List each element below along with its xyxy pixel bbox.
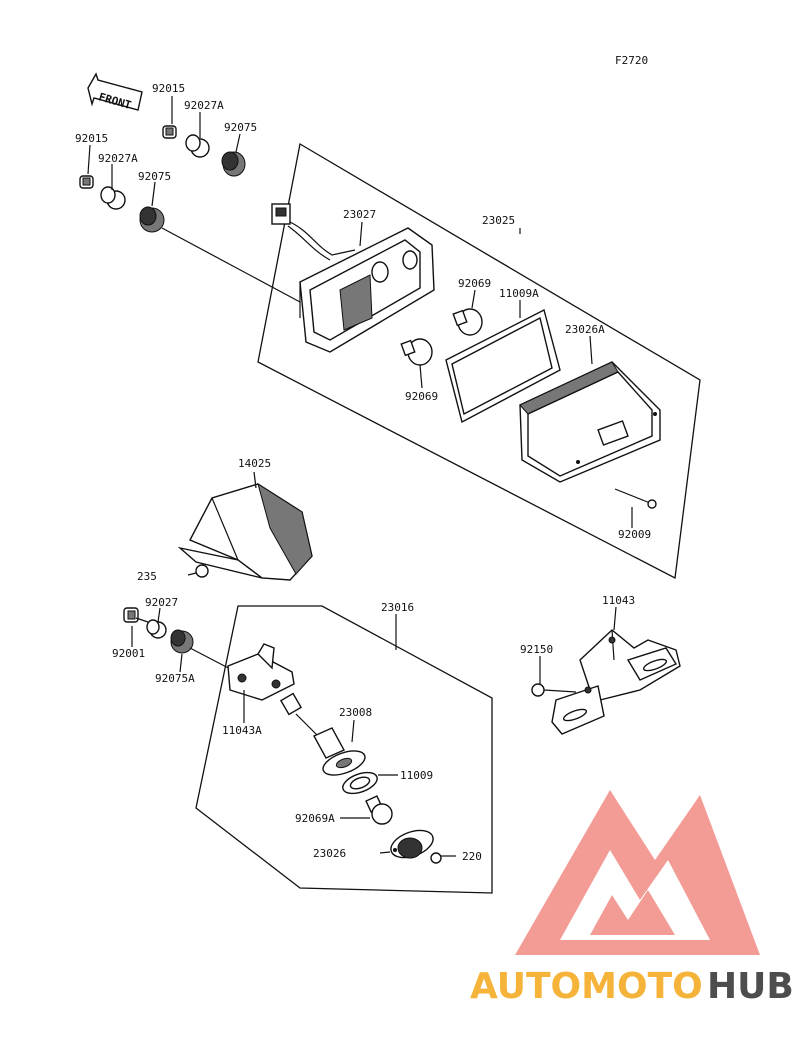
- label-23008: 23008: [339, 706, 372, 719]
- grommet-92075-lower: [139, 206, 165, 233]
- label-11009: 11009: [400, 769, 433, 782]
- bolt-235: [187, 564, 209, 578]
- label-23026A: 23026A: [565, 323, 605, 336]
- gasket-11009A: [445, 308, 561, 424]
- label-92027A-lower: 92027A: [98, 152, 138, 165]
- cover-14025: [177, 482, 313, 581]
- screw-92009: [614, 488, 657, 509]
- bracket-11043A: [227, 643, 295, 701]
- hardware-92015-upper: [162, 125, 177, 139]
- bulb-92069-upper: [452, 308, 483, 336]
- label-92027: 92027: [145, 596, 178, 609]
- stud-line: [161, 227, 301, 303]
- label-92069A: 92069A: [295, 812, 335, 825]
- leader-lines-lower: [131, 606, 617, 854]
- label-92075-lower: 92075: [138, 170, 171, 183]
- part-labels: 92015 92027A 92075 92015 92027A 92075 23…: [75, 82, 651, 863]
- label-92075-upper: 92075: [224, 121, 257, 134]
- bulb-92069A: [365, 795, 393, 825]
- bolt-92001: [123, 607, 149, 623]
- label-235: 235: [137, 570, 157, 583]
- label-11009A: 11009A: [499, 287, 539, 300]
- label-23016: 23016: [381, 601, 414, 614]
- watermark-text-hub: HUB: [707, 966, 794, 1007]
- frame-23016: [195, 605, 493, 894]
- gasket-11009: [342, 771, 378, 795]
- bulb-92069-lower: [400, 338, 433, 366]
- wiring-connector: [271, 203, 356, 261]
- bolt-92150: [531, 683, 577, 697]
- label-23025: 23025: [482, 214, 515, 227]
- label-92001: 92001: [112, 647, 145, 660]
- lens-23026A: [519, 361, 661, 483]
- front-arrow-icon: FRONT: [87, 72, 143, 112]
- label-23026: 23026: [313, 847, 346, 860]
- label-92015-upper: 92015: [152, 82, 185, 95]
- bracket-11043: [551, 629, 681, 735]
- label-220: 220: [462, 850, 482, 863]
- lens-23026: [390, 829, 434, 859]
- hardware-92027A-upper: [185, 134, 210, 158]
- hardware-92027A-lower: [100, 186, 126, 210]
- grommet-92075-upper: [221, 151, 246, 177]
- label-23027: 23027: [343, 208, 376, 221]
- label-92027A-upper: 92027A: [184, 99, 224, 112]
- hardware-92015-lower: [79, 175, 94, 189]
- watermark-text: AUTOMOTO HUB: [470, 966, 794, 1007]
- leader-lines-upper: [87, 96, 633, 528]
- label-92069-upper: 92069: [458, 277, 491, 290]
- label-11043A: 11043A: [222, 724, 262, 737]
- label-92069-lower: 92069: [405, 390, 438, 403]
- label-92015-lower: 92015: [75, 132, 108, 145]
- leader-14025: [253, 471, 257, 489]
- socket-23008: [279, 692, 366, 776]
- figure-code: F2720: [615, 54, 648, 67]
- watermark-logo: [515, 790, 760, 955]
- label-92150: 92150: [520, 643, 553, 656]
- label-14025: 14025: [238, 457, 271, 470]
- label-92009: 92009: [618, 528, 651, 541]
- screw-220: [430, 852, 456, 864]
- frame-23025: [257, 142, 701, 580]
- label-11043: 11043: [602, 594, 635, 607]
- grommet-92075A: [170, 629, 194, 654]
- watermark-text-automoto: AUTOMOTO: [470, 966, 703, 1007]
- label-92075A: 92075A: [155, 672, 195, 685]
- taillight-housing-23027: [299, 227, 435, 353]
- collar-92027: [146, 619, 167, 639]
